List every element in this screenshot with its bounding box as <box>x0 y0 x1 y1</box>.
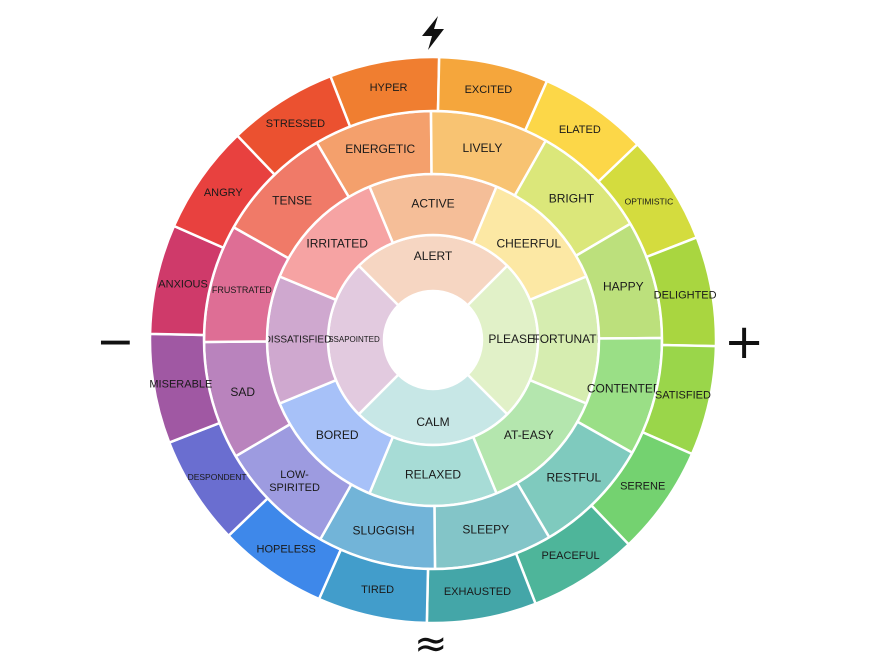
label-delighted: DELIGHTED <box>654 289 717 301</box>
label-energetic: ENERGETIC <box>345 142 415 156</box>
negative-valence-symbol: − <box>96 314 135 368</box>
label-calm: CALM <box>416 415 449 429</box>
label-at-easy: AT-EASY <box>504 428 554 442</box>
label-irritated: IRRITATED <box>306 236 368 250</box>
wheel-center-hole <box>384 291 482 389</box>
label-excited: EXCITED <box>465 84 513 96</box>
label-pleased: PLEASED <box>488 332 544 346</box>
label-stressed: STRESSED <box>266 118 325 130</box>
label-fortunate: FORTUNATE <box>532 332 604 346</box>
lightning-bolt-icon <box>414 14 452 52</box>
label-bright: BRIGHT <box>549 191 595 205</box>
wheel-segments: ALERT PLEASED CALM DISSAPOINTED ACTIVE CHEERF… <box>148 55 718 625</box>
label-sad: SAD <box>230 385 255 399</box>
label-sluggish: SLUGGISH <box>353 523 415 537</box>
label-tense: TENSE <box>272 194 312 208</box>
label-despondent: DESPONDENT <box>188 472 247 482</box>
label-hopeless: HOPELESS <box>257 544 316 556</box>
label-tired: TIRED <box>361 584 394 596</box>
label-sleepy: SLEEPY <box>462 522 509 536</box>
positive-valence-symbol: + <box>724 314 765 370</box>
label-lively: LIVELY <box>463 141 503 155</box>
label-low-spirited: LOW-SPIRITED <box>269 469 320 494</box>
label-happy: HAPPY <box>603 279 644 293</box>
label-satisfied: SATISFIED <box>655 389 711 401</box>
label-alert: ALERT <box>414 249 453 263</box>
label-optimistic: OPTIMISTIC <box>625 197 674 207</box>
label-exhausted: EXHAUSTED <box>444 586 511 598</box>
label-relaxed: RELAXED <box>405 468 461 482</box>
label-angry: ANGRY <box>204 187 244 199</box>
label-contented: CONTENTED <box>587 382 662 396</box>
label-anxious: ANXIOUS <box>158 278 208 290</box>
label-cheerful: CHEERFUL <box>496 236 561 250</box>
label-active: ACTIVE <box>411 197 454 211</box>
label-restful: RESTFUL <box>547 471 602 485</box>
label-miserable: MISERABLE <box>149 378 212 390</box>
label-elated: ELATED <box>559 124 601 136</box>
label-bored: BORED <box>316 428 359 442</box>
label-dissatisfied: DISSATISFIED <box>264 335 332 346</box>
label-serene: SERENE <box>620 481 665 493</box>
label-peaceful: PEACEFUL <box>542 550 600 562</box>
segment-stressed <box>235 74 352 177</box>
label-hyper: HYPER <box>370 82 408 94</box>
label-frustrated: FRUSTRATED <box>212 285 272 295</box>
label-dissapointed: DISSAPOINTED <box>320 335 380 344</box>
low-energy-symbol: ≈ <box>414 621 448 667</box>
